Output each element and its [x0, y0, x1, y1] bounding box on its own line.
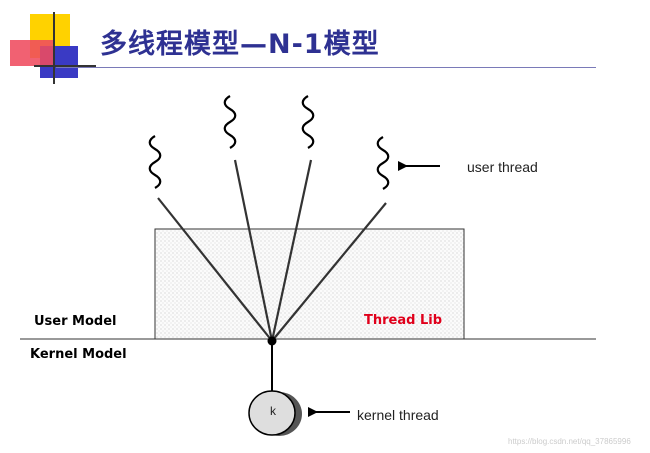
kernel-thread-label: kernel thread [357, 407, 439, 423]
user-model-label: User Model [34, 314, 117, 329]
user-thread-squiggle-4 [376, 136, 390, 190]
watermark: https://blog.csdn.net/qq_37865996 [508, 437, 631, 446]
thread-lib-label: Thread Lib [364, 313, 442, 328]
user-thread-squiggle-2 [223, 95, 237, 149]
title-underline [56, 67, 596, 68]
user-thread-link-3 [270, 159, 313, 342]
user-thread-link-2 [233, 159, 274, 342]
deco-vertical-line [53, 12, 55, 84]
kernel-model-label: Kernel Model [30, 347, 127, 362]
user-thread-link-1 [157, 197, 273, 342]
user-thread-link-4 [271, 202, 387, 342]
deco-red-square [10, 40, 54, 66]
deco-horizontal-line [34, 65, 96, 67]
kernel-node-label: k [270, 404, 276, 418]
kernel-thread-node [248, 390, 296, 436]
slide-title: 多线程模型—N-1模型 [100, 29, 380, 60]
user-thread-squiggle-3 [301, 95, 315, 149]
user-thread-squiggle-1 [148, 135, 162, 189]
user-thread-label: user thread [467, 159, 538, 175]
thread-lib-box [154, 228, 465, 340]
